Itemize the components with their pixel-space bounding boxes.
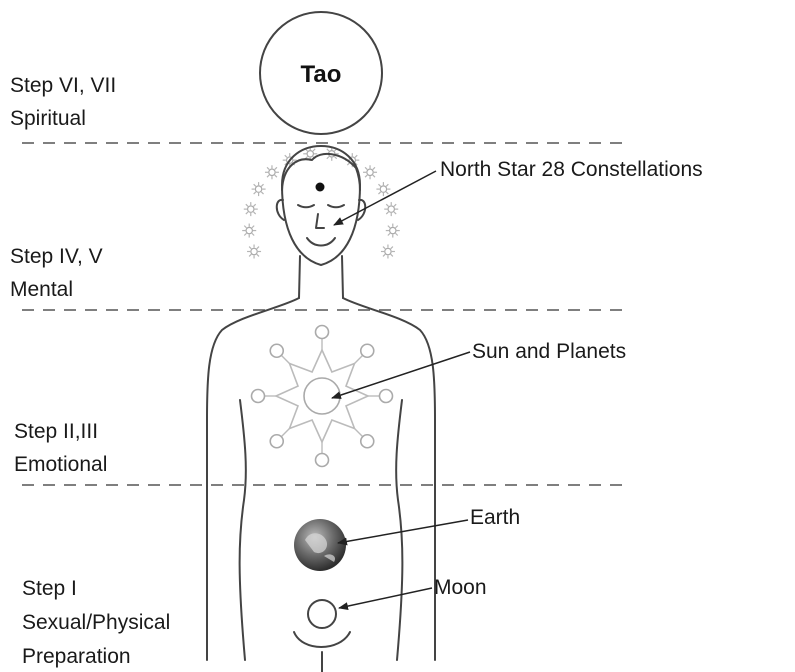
third-eye-dot <box>316 183 325 192</box>
sun-arrow <box>332 352 470 398</box>
moon-arrow <box>339 588 432 608</box>
neck-right <box>342 256 343 298</box>
constellation-star-icon <box>252 182 266 196</box>
step-4-5-subtitle: Mental <box>10 277 73 303</box>
constellation-star-icon <box>376 182 390 196</box>
neck-left <box>299 256 300 298</box>
nose <box>316 214 324 228</box>
constellation-star-icon <box>247 245 261 259</box>
constellation-star-icon <box>381 245 395 259</box>
planet-circle <box>252 390 265 403</box>
constellation-star-icon <box>363 165 377 179</box>
planet-circle <box>316 454 329 467</box>
sun-label: Sun and Planets <box>472 339 626 365</box>
planet-circle <box>380 390 393 403</box>
moon-label: Moon <box>434 575 487 601</box>
step-1-title: Step I <box>22 576 77 602</box>
planet-circle <box>361 344 374 357</box>
planet-link <box>281 429 289 437</box>
earth-label: Earth <box>470 505 520 531</box>
earth-arrow <box>338 520 468 543</box>
step-1-extra: Preparation <box>22 644 131 670</box>
constellation-star-icon <box>386 224 400 238</box>
planet-circle <box>270 344 283 357</box>
moon-circle <box>308 600 336 628</box>
constellation-star-icon <box>265 165 279 179</box>
planet-link <box>355 355 363 363</box>
planet-link <box>281 355 289 363</box>
planet-circle <box>316 326 329 339</box>
mouth <box>307 238 335 246</box>
left-shoulder-arm <box>207 298 299 660</box>
north-star-label: North Star 28 Constellations <box>440 157 703 183</box>
right-eye <box>328 205 344 207</box>
tao-label: Tao <box>301 61 342 88</box>
step-1-subtitle: Sexual/Physical <box>22 610 170 636</box>
step-4-5-title: Step IV, V <box>10 244 103 270</box>
step-6-7-subtitle: Spiritual <box>10 106 86 132</box>
sun-and-planets <box>252 326 393 467</box>
sun-core <box>304 378 340 414</box>
planet-link <box>355 429 363 437</box>
right-torso <box>396 400 402 660</box>
pelvis-curve <box>294 632 350 647</box>
step-6-7-title: Step VI, VII <box>10 73 116 99</box>
constellation-star-icon <box>384 202 398 216</box>
north-star-arrow <box>334 171 436 225</box>
right-shoulder-arm <box>343 298 435 660</box>
planet-circle <box>270 435 283 448</box>
step-2-3-title: Step II,III <box>14 419 98 445</box>
left-torso <box>240 400 246 660</box>
constellation-star-icon <box>244 202 258 216</box>
step-2-3-subtitle: Emotional <box>14 452 107 478</box>
constellation-star-icon <box>242 224 256 238</box>
planet-circle <box>361 435 374 448</box>
left-eye <box>298 205 314 207</box>
